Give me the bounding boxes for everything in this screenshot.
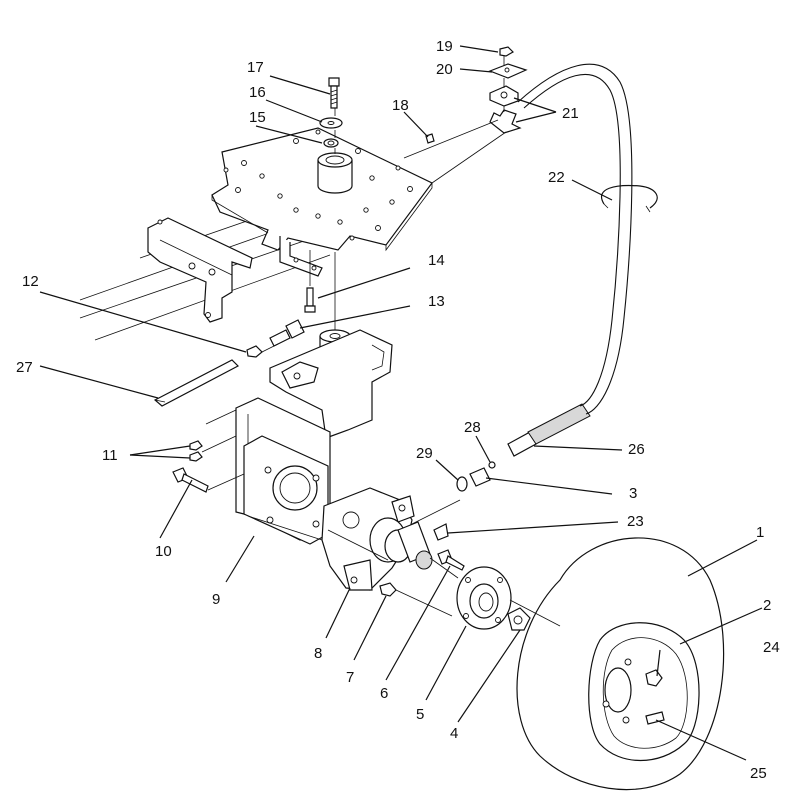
callout-13: 13 (428, 293, 445, 310)
callout-15: 15 (249, 109, 266, 126)
callout-19: 19 (436, 38, 453, 55)
mounting-plate (211, 127, 433, 277)
wheel-motor (321, 487, 433, 591)
callout-4: 4 (450, 725, 458, 742)
callout-25: 25 (750, 765, 767, 782)
caster-fork (235, 329, 393, 545)
callout-6: 6 (380, 685, 388, 702)
callout-5: 5 (416, 706, 424, 723)
callout-numbers: 1 2 3 4 5 6 7 8 9 10 11 12 13 14 15 16 1… (16, 38, 780, 782)
callout-8: 8 (314, 645, 322, 662)
hardware (153, 46, 665, 725)
callout-18: 18 (392, 97, 409, 114)
callout-23: 23 (627, 513, 644, 530)
callout-3: 3 (629, 485, 637, 502)
frame-bracket (147, 217, 253, 323)
callout-20: 20 (436, 61, 453, 78)
callout-7: 7 (346, 669, 354, 686)
callout-2: 2 (763, 597, 771, 614)
callout-28: 28 (464, 419, 481, 436)
assembly-guide-lines (201, 56, 561, 627)
callout-12: 12 (22, 273, 39, 290)
callout-26: 26 (628, 441, 645, 458)
callout-24: 24 (763, 639, 780, 656)
hydraulic-hose (517, 63, 633, 415)
callout-1: 1 (756, 524, 764, 541)
callout-10: 10 (155, 543, 172, 560)
callout-29: 29 (416, 445, 433, 462)
callout-leaders (39, 45, 763, 761)
callout-22: 22 (548, 169, 565, 186)
callout-9: 9 (212, 591, 220, 608)
hydraulic-hose-outline (523, 73, 621, 407)
callout-21: 21 (562, 105, 579, 122)
callout-16: 16 (249, 84, 266, 101)
callout-14: 14 (428, 252, 445, 269)
wheel-tire (516, 537, 725, 791)
wheel-hub (456, 566, 512, 630)
callout-11: 11 (102, 447, 118, 464)
callout-27: 27 (16, 359, 33, 376)
callout-17: 17 (247, 59, 264, 76)
